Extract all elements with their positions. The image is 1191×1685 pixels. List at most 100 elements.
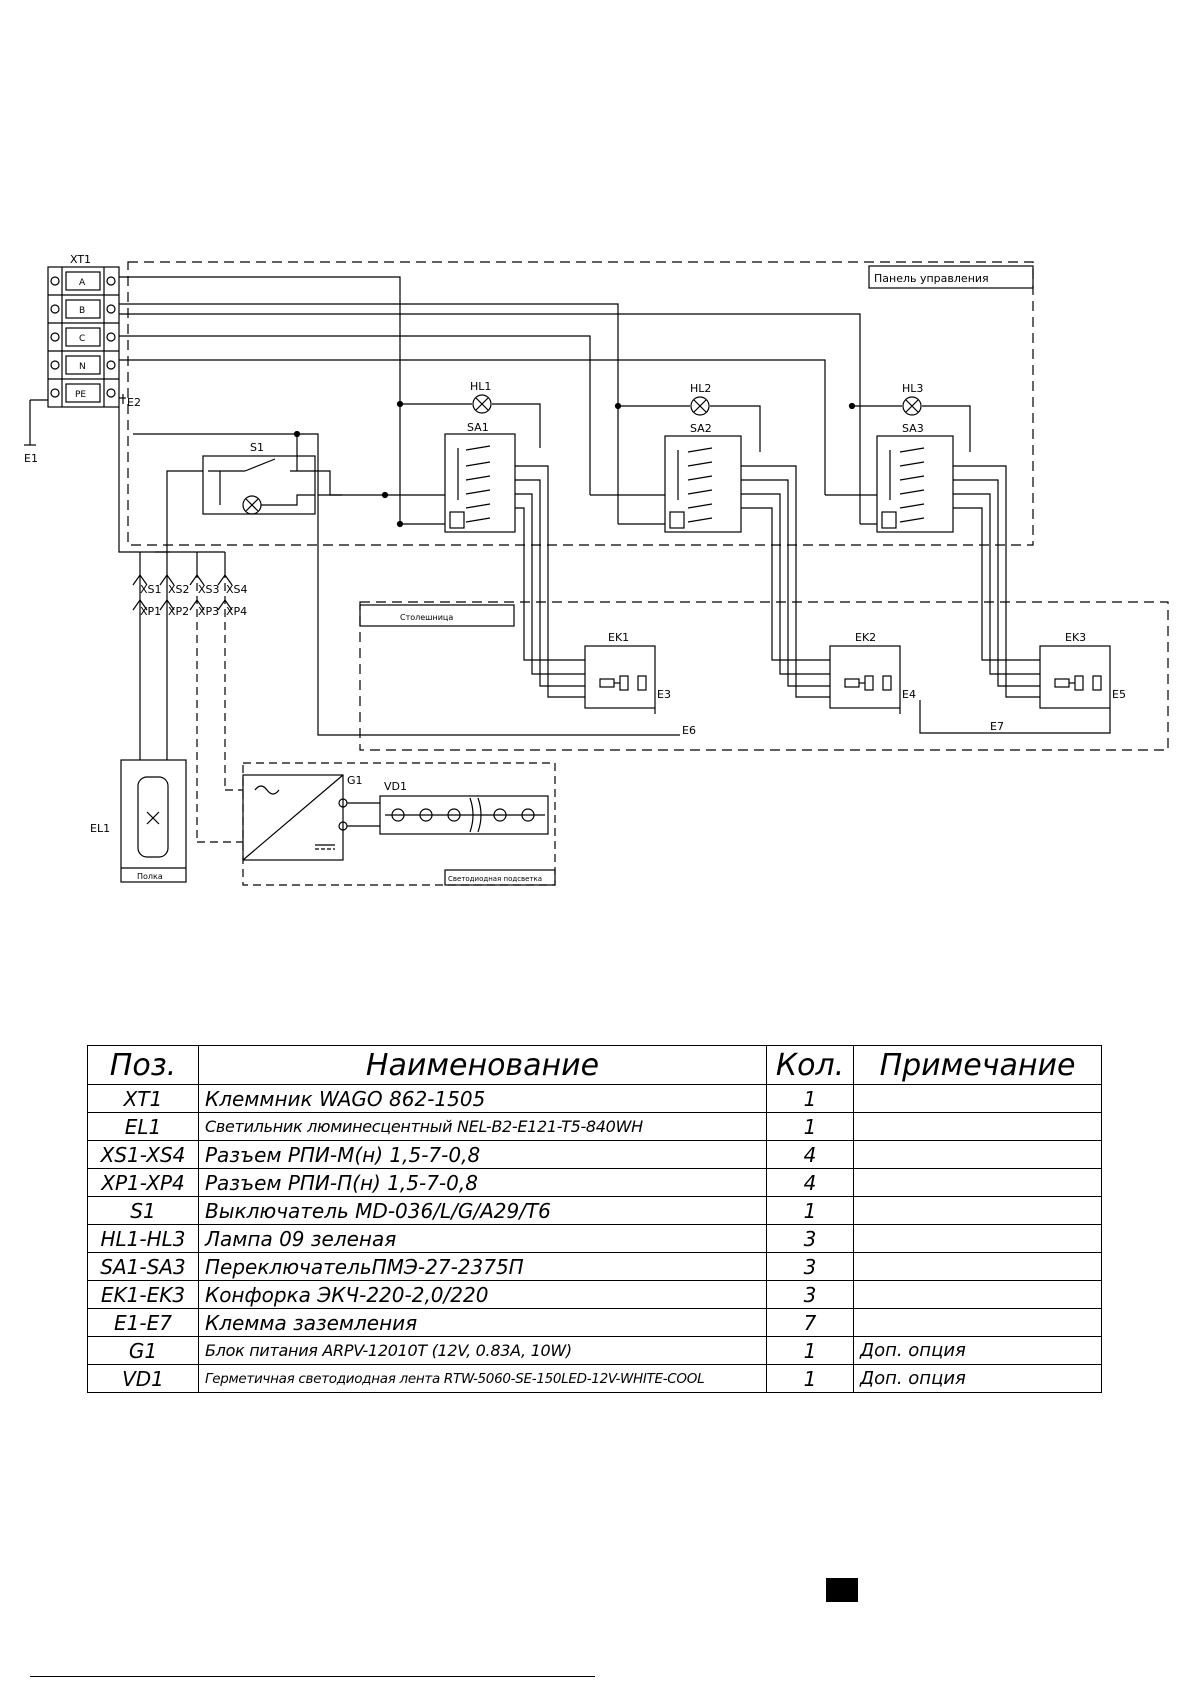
shelf-label: Полка <box>137 872 163 881</box>
xs1-label: XS1 <box>140 583 162 596</box>
table-row: XP1-XP4 Разъем РПИ-П(н) 1,5-7-0,8 4 <box>87 1168 1102 1197</box>
cell-pos: G1 <box>87 1336 199 1365</box>
table-row: EL1 Светильник люминесцентный NEL-B2-E12… <box>87 1112 1102 1141</box>
cell-note: Доп. опция <box>853 1336 1102 1365</box>
cell-note <box>853 1252 1102 1281</box>
bom-header-row: Поз. Наименование Кол. Примечание <box>87 1045 1102 1085</box>
term-n-label: N <box>79 362 86 372</box>
cell-note: Доп. опция <box>853 1364 1102 1393</box>
cell-note <box>853 1196 1102 1225</box>
control-panel-label: Панель управления <box>874 272 989 285</box>
el1-label: EL1 <box>90 822 110 835</box>
cell-note <box>853 1308 1102 1337</box>
countertop-title-box <box>359 604 515 627</box>
xs-xp-connectors <box>132 551 233 842</box>
cell-name: ПереключательПМЭ-27-2375П <box>198 1252 767 1281</box>
cell-name: Светильник люминесцентный NEL-B2-E121-T5… <box>198 1112 767 1141</box>
g1-power-supply <box>242 774 348 861</box>
sa2-to-ek2-wires <box>741 465 830 698</box>
hl2-label: HL2 <box>690 382 711 395</box>
sa1-label: SA1 <box>467 421 489 434</box>
cell-qty: 1 <box>766 1364 854 1393</box>
table-row: VD1 Герметичная светодиодная лента RTW-5… <box>87 1364 1102 1393</box>
cell-qty: 1 <box>766 1084 854 1113</box>
hl1-label: HL1 <box>470 380 491 393</box>
xp3-label: XP3 <box>198 605 219 618</box>
g1-label: G1 <box>347 774 363 787</box>
cell-qty: 1 <box>766 1336 854 1365</box>
led-backlight-label: Светодиодная подсветка <box>448 875 542 883</box>
sa2-switch <box>664 435 742 533</box>
ek2-label: EK2 <box>855 631 876 644</box>
countertop-label: Столешница <box>400 613 453 622</box>
el1-shelf-lamp <box>120 759 187 883</box>
xs3-label: XS3 <box>198 583 220 596</box>
cell-name: Клемма заземления <box>198 1308 767 1337</box>
e6-label: E6 <box>682 724 696 737</box>
xt1-label: XT1 <box>70 253 91 266</box>
e5-label: E5 <box>1112 688 1126 701</box>
table-row: S1 Выключатель MD-036/L/G/A29/T6 1 <box>87 1196 1102 1225</box>
table-row: EK1-EK3 Конфорка ЭКЧ-220-2,0/220 3 <box>87 1280 1102 1309</box>
hl3-lamp-circuit <box>852 396 971 452</box>
term-c-label: C <box>79 334 85 344</box>
cell-qty: 4 <box>766 1168 854 1197</box>
sa2-label: SA2 <box>690 422 712 435</box>
phase-bus <box>119 276 861 524</box>
xp4-label: XP4 <box>226 605 247 618</box>
cell-pos: S1 <box>87 1196 199 1225</box>
xp2-label: XP2 <box>168 605 189 618</box>
e1-label: E1 <box>24 452 38 465</box>
cell-qty: 3 <box>766 1280 854 1309</box>
term-a-label: A <box>79 278 86 288</box>
cell-qty: 3 <box>766 1224 854 1253</box>
cell-note <box>853 1280 1102 1309</box>
cell-pos: E1-E7 <box>87 1308 199 1337</box>
ek3-label: EK3 <box>1065 631 1086 644</box>
table-row: XT1 Клеммник WAGO 862-1505 1 <box>87 1084 1102 1113</box>
cell-note <box>853 1168 1102 1197</box>
control-panel-frame <box>127 261 1034 546</box>
term-b-label: B <box>79 306 85 316</box>
ek3-burner <box>1039 645 1111 709</box>
vd1-led-strip <box>379 795 549 835</box>
e2-label: E2 <box>127 396 141 409</box>
vd1-label: VD1 <box>384 780 407 793</box>
ek1-burner <box>584 645 656 709</box>
cell-name: Клеммник WAGO 862-1505 <box>198 1084 767 1113</box>
cell-name: Разъем РПИ-П(н) 1,5-7-0,8 <box>198 1168 767 1197</box>
s1-label: S1 <box>250 441 264 454</box>
cell-qty: 1 <box>766 1196 854 1225</box>
table-row: E1-E7 Клемма заземления 7 <box>87 1308 1102 1337</box>
cell-name: Разъем РПИ-М(н) 1,5-7-0,8 <box>198 1140 767 1169</box>
cell-qty: 4 <box>766 1140 854 1169</box>
cell-qty: 1 <box>766 1112 854 1141</box>
cell-pos: XT1 <box>87 1084 199 1113</box>
cell-note <box>853 1140 1102 1169</box>
led-backlight-title-box <box>444 869 556 886</box>
bottom-rule <box>30 1676 595 1677</box>
header-qty: Кол. <box>766 1045 854 1085</box>
cell-pos: XP1-XP4 <box>87 1168 199 1197</box>
cell-pos: XS1-XS4 <box>87 1140 199 1169</box>
xs4-label: XS4 <box>226 583 248 596</box>
e3-label: E3 <box>657 688 671 701</box>
cell-note <box>853 1112 1102 1141</box>
ek2-burner <box>829 645 901 709</box>
cell-name: Блок питания ARPV-12010T (12V, 0.83A, 10… <box>198 1336 767 1365</box>
cell-name: Герметичная светодиодная лента RTW-5060-… <box>198 1364 767 1393</box>
cell-qty: 3 <box>766 1252 854 1281</box>
e4-label: E4 <box>902 688 916 701</box>
cell-pos: SA1-SA3 <box>87 1252 199 1281</box>
cell-pos: EL1 <box>87 1112 199 1141</box>
sa3-label: SA3 <box>902 422 924 435</box>
s1-switch <box>202 434 316 515</box>
header-note: Примечание <box>853 1045 1102 1085</box>
header-name: Наименование <box>198 1045 767 1085</box>
cell-pos: EK1-EK3 <box>87 1280 199 1309</box>
cell-pos: VD1 <box>87 1364 199 1393</box>
cell-qty: 7 <box>766 1308 854 1337</box>
xp1-label: XP1 <box>140 605 161 618</box>
wiring-schematic: XT1 A B C N PE E1 E2 Панель управления H… <box>24 253 1169 886</box>
table-row: XS1-XS4 Разъем РПИ-М(н) 1,5-7-0,8 4 <box>87 1140 1102 1169</box>
